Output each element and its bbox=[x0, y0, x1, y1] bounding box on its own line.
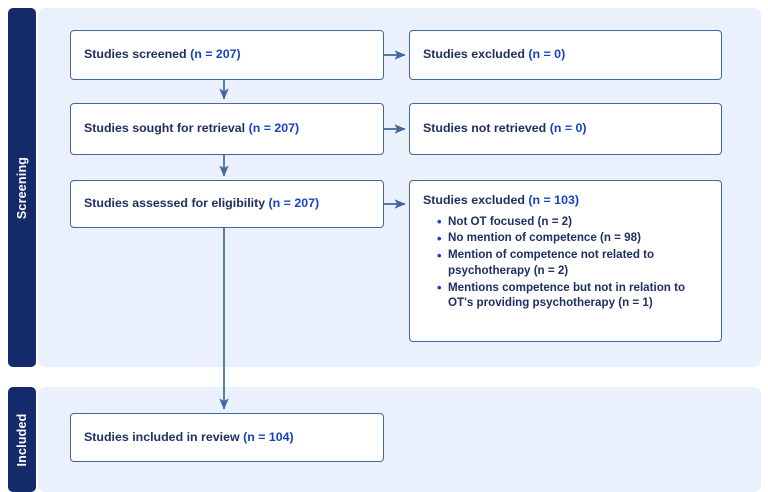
box-studies-screened-label: Studies screened bbox=[84, 47, 191, 62]
box-studies-excluded-reasons-label: Studies excluded bbox=[423, 193, 529, 207]
stage-bar-included: Included bbox=[8, 387, 36, 492]
box-studies-excluded-reasons-title: Studies excluded (n = 103) bbox=[423, 193, 708, 209]
stage-bar-screening: Screening bbox=[8, 8, 36, 367]
box-studies-sought-count: (n = 207) bbox=[248, 121, 300, 136]
box-studies-screened-title: Studies screened (n = 207) bbox=[84, 47, 370, 63]
box-studies-assessed-count: (n = 207) bbox=[268, 196, 320, 211]
box-studies-screened-count: (n = 207) bbox=[190, 47, 241, 62]
exclusion-reason-item: No mention of competence (n = 98) bbox=[437, 230, 708, 248]
exclusion-reason-item: Mentions competence but not in relation … bbox=[437, 279, 708, 311]
stage-label-screening: Screening bbox=[15, 156, 29, 219]
box-studies-sought-label: Studies sought for retrieval bbox=[84, 121, 249, 136]
box-studies-not-retrieved-label: Studies not retrieved bbox=[423, 121, 550, 136]
box-studies-excluded-screened-title: Studies excluded (n = 0) bbox=[423, 47, 708, 63]
box-studies-excluded-with-reasons: Studies excluded (n = 103) Not OT focuse… bbox=[409, 180, 722, 342]
box-studies-sought-for-retrieval: Studies sought for retrieval (n = 207) bbox=[70, 103, 384, 155]
box-studies-included-title: Studies included in review (n = 104) bbox=[84, 430, 370, 446]
box-studies-not-retrieved: Studies not retrieved (n = 0) bbox=[409, 103, 722, 155]
box-studies-not-retrieved-title: Studies not retrieved (n = 0) bbox=[423, 121, 708, 137]
box-studies-assessed-label: Studies assessed for eligibility bbox=[84, 196, 269, 211]
box-studies-assessed-title: Studies assessed for eligibility (n = 20… bbox=[84, 196, 370, 212]
box-studies-assessed-for-eligibility: Studies assessed for eligibility (n = 20… bbox=[70, 180, 384, 228]
box-studies-excluded-reasons-count: (n = 103) bbox=[528, 193, 579, 207]
box-studies-screened: Studies screened (n = 207) bbox=[70, 30, 384, 80]
box-studies-included-count: (n = 104) bbox=[243, 429, 294, 444]
box-studies-included-in-review: Studies included in review (n = 104) bbox=[70, 413, 384, 462]
box-studies-sought-title: Studies sought for retrieval (n = 207) bbox=[84, 121, 370, 137]
exclusion-reason-item: Mention of competence not related to psy… bbox=[437, 247, 708, 278]
box-studies-excluded-screened-label: Studies excluded bbox=[423, 47, 529, 62]
exclusion-reason-item: Not OT focused (n = 2) bbox=[437, 213, 708, 231]
box-studies-excluded-screened: Studies excluded (n = 0) bbox=[409, 30, 722, 80]
box-studies-excluded-screened-count: (n = 0) bbox=[528, 47, 566, 62]
stage-label-included: Included bbox=[15, 413, 29, 466]
exclusion-reason-list: Not OT focused (n = 2)No mention of comp… bbox=[423, 213, 708, 311]
box-studies-included-label: Studies included in review bbox=[84, 429, 244, 444]
box-studies-not-retrieved-count: (n = 0) bbox=[549, 121, 587, 136]
